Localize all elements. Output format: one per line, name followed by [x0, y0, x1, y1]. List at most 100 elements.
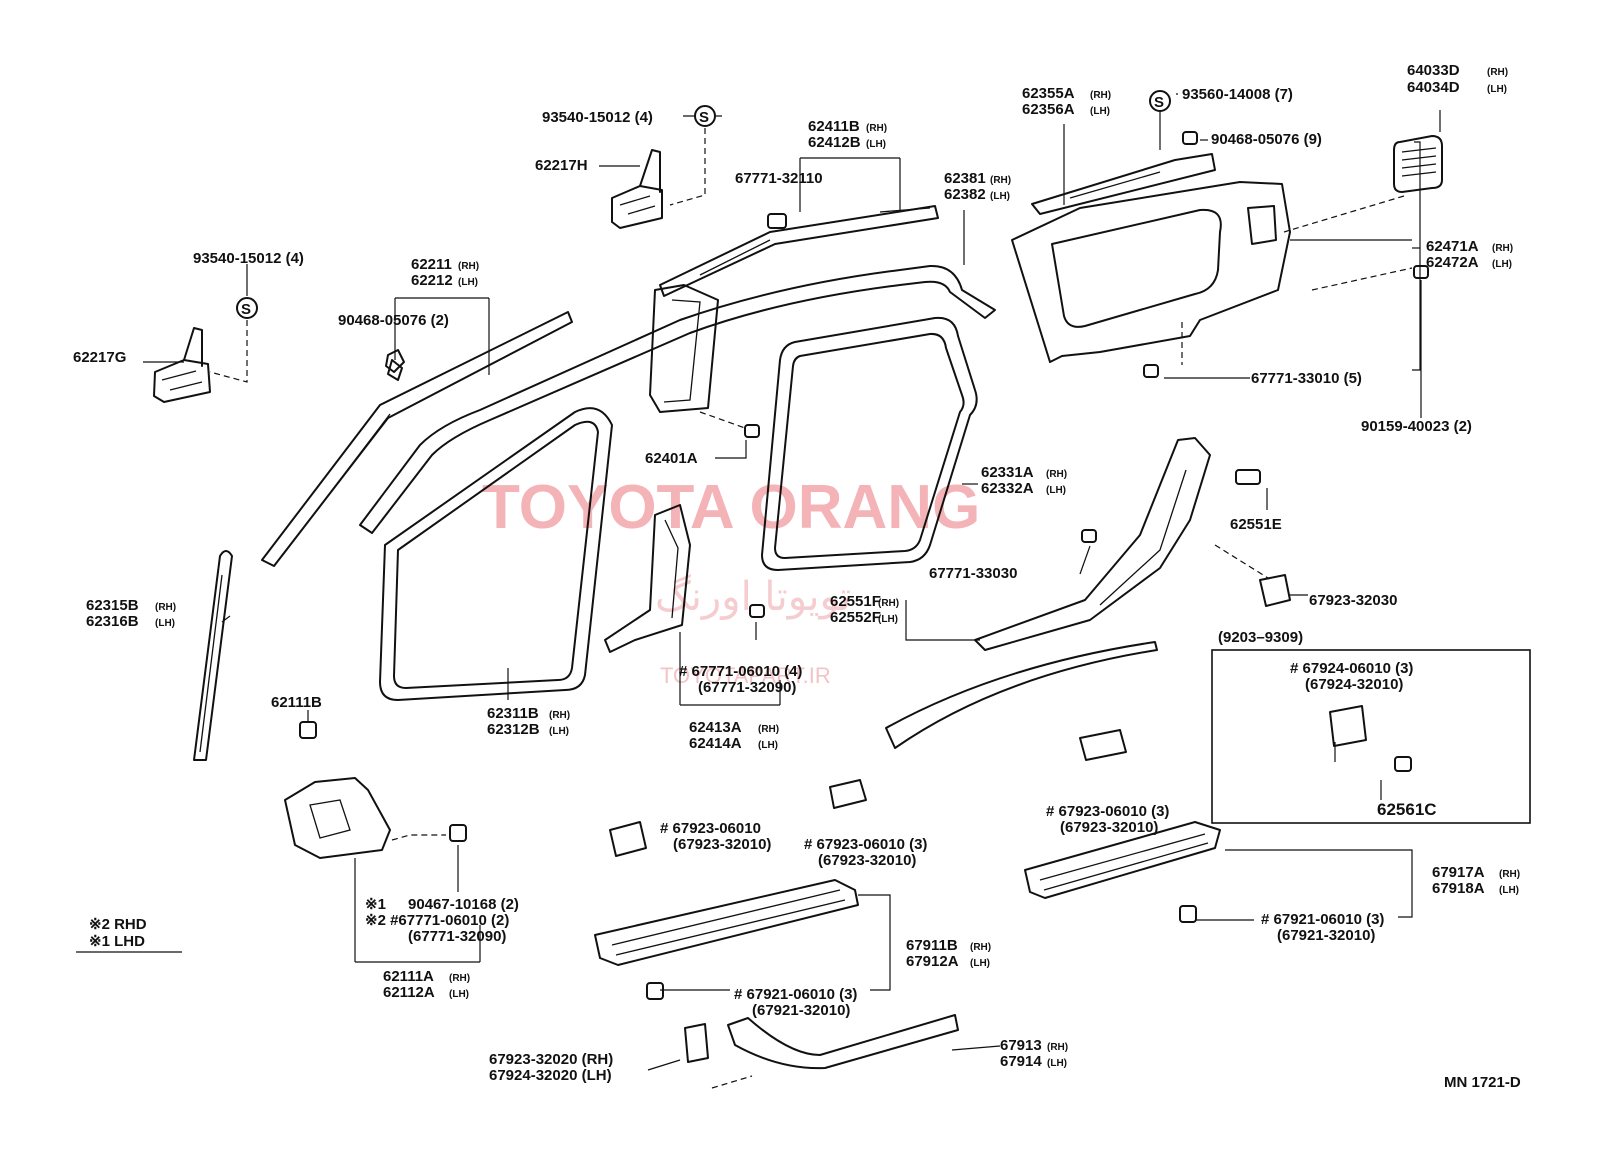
label-rh: (RH): [1492, 243, 1513, 254]
label-rh: (RH): [990, 175, 1011, 186]
label-90159: 90159-40023 (2): [1361, 418, 1472, 435]
scuff-67917a: [1024, 821, 1221, 899]
label-67921-mid: # 67921-06010 (3): [734, 986, 857, 1003]
label-62217g: 62217G: [73, 349, 126, 366]
label-62217h: 62217H: [535, 157, 588, 174]
label-62316b: 62316B: [86, 613, 139, 630]
label-67924-32020: 67924-32020 (LH): [489, 1067, 612, 1084]
label-62212: 62212: [411, 272, 453, 289]
trim-62413a: [604, 504, 691, 653]
bracket-62217h: [611, 149, 663, 229]
label-67923-32030: 67923-32030: [1309, 592, 1397, 609]
label-rh: (RH): [549, 710, 570, 721]
label-64033d: 64033D: [1407, 62, 1460, 79]
strip-67913: [727, 1014, 959, 1070]
label-rh: (RH): [866, 123, 887, 134]
label-x1: ※1: [365, 896, 386, 913]
label-67923-06010-right: # 67923-06010 (3): [1046, 803, 1169, 820]
label-67923-32010-b: (67923-32010): [818, 852, 916, 869]
label-lh: (LH): [1047, 1058, 1067, 1069]
clips: [299, 131, 1429, 1063]
label-67923-32020: 67923-32020 (RH): [489, 1051, 613, 1068]
label-62561c: 62561C: [1377, 800, 1437, 819]
svg-text:S: S: [699, 109, 709, 126]
label-67923-06010-a: # 67923-06010: [660, 820, 761, 837]
part-labels: 93540-15012 (4) 62217H 93540-15012 (4) 6…: [73, 62, 1521, 1091]
label-62111a: 62111A: [383, 968, 434, 985]
curved-arrow: [885, 641, 1158, 749]
label-rh: (RH): [1090, 90, 1111, 101]
label-rh: (RH): [1046, 469, 1067, 480]
label-67771-32110: 67771-32110: [735, 170, 823, 187]
label-67921-right-b: (67921-32010): [1277, 927, 1375, 944]
label-62332a: 62332A: [981, 480, 1034, 497]
vent-64033d: [1393, 135, 1443, 193]
watermark-brand: TOYOTA ORANG: [482, 473, 980, 542]
variant-box: [1211, 649, 1531, 824]
label-rh: (RH): [970, 942, 991, 953]
label-67914: 67914: [1000, 1053, 1042, 1070]
svg-text:S: S: [1154, 94, 1164, 111]
strip-62315b: [193, 550, 233, 761]
strip-62211: [261, 311, 573, 567]
label-box-67924-32010: (67924-32010): [1305, 676, 1403, 693]
legend-rhd: ※2 RHD: [89, 916, 147, 933]
label-67771-33010: 67771-33010 (5): [1251, 370, 1362, 387]
label-lh: (LH): [549, 726, 569, 737]
label-rh: (RH): [155, 602, 176, 613]
weatherstrip-62311b: [379, 407, 613, 701]
label-67771-06010: # 67771-06010 (4): [679, 663, 802, 680]
label-67921-right: # 67921-06010 (3): [1261, 911, 1384, 928]
label-62551e: 62551E: [1230, 516, 1282, 533]
label-62311b: 62311B: [487, 705, 539, 722]
s-symbols: S S S: [236, 90, 1171, 319]
label-62382: 62382: [944, 186, 986, 203]
label-93540-top: 93540-15012 (4): [542, 109, 653, 126]
label-67923-32010-a: (67923-32010): [673, 836, 771, 853]
label-lh: (LH): [1046, 485, 1066, 496]
bracket-62217g: [153, 327, 211, 403]
label-lh: (LH): [970, 958, 990, 969]
label-lh: (LH): [1090, 106, 1110, 117]
label-62112a: 62112A: [383, 984, 435, 1001]
label-box-67924-06010: # 67924-06010 (3): [1290, 660, 1413, 677]
label-rh: (RH): [1499, 869, 1520, 880]
leader-lines: [143, 93, 1441, 1089]
scuff-62551f: [974, 437, 1211, 651]
legend-lhd: ※1 LHD: [89, 933, 145, 950]
label-rh: (RH): [1047, 1042, 1068, 1053]
label-62315b: 62315B: [86, 597, 139, 614]
label-93560: 93560-14008 (7): [1182, 86, 1293, 103]
label-lh: (LH): [878, 614, 898, 625]
label-rh: (RH): [878, 598, 899, 609]
label-lh: (LH): [758, 740, 778, 751]
label-lh: (LH): [990, 191, 1010, 202]
retainer-62355a: [1031, 153, 1216, 215]
label-67921-mid-b: (67921-32010): [752, 1002, 850, 1019]
label-lh: (LH): [449, 989, 469, 1000]
label-62411b: 62411B: [808, 118, 860, 135]
label-90468-right: 90468-05076 (9): [1211, 131, 1322, 148]
label-rh: (RH): [1487, 67, 1508, 78]
label-62381: 62381: [944, 170, 986, 187]
label-67918a: 67918A: [1432, 880, 1485, 897]
label-62471a: 62471A: [1426, 238, 1479, 255]
label-62552f: 62552F: [830, 609, 881, 626]
label-lh: (LH): [1487, 84, 1507, 95]
label-67912a: 67912A: [906, 953, 959, 970]
label-62331a: 62331A: [981, 464, 1034, 481]
label-62551f: 62551F: [830, 593, 881, 610]
weatherstrip-62331a: [761, 316, 978, 571]
label-67923-06010-b: # 67923-06010 (3): [804, 836, 927, 853]
watermark-persian: تویوتا اورنگ: [655, 574, 851, 620]
label-67913: 67913: [1000, 1037, 1042, 1054]
label-62414a: 62414A: [689, 735, 742, 752]
weatherstrip-62381: [359, 264, 996, 534]
label-lh: (LH): [458, 277, 478, 288]
label-62401a: 62401A: [645, 450, 698, 467]
label-90468-left: 90468-05076 (2): [338, 312, 449, 329]
label-62472a: 62472A: [1426, 254, 1479, 271]
label-62412b: 62412B: [808, 134, 861, 151]
